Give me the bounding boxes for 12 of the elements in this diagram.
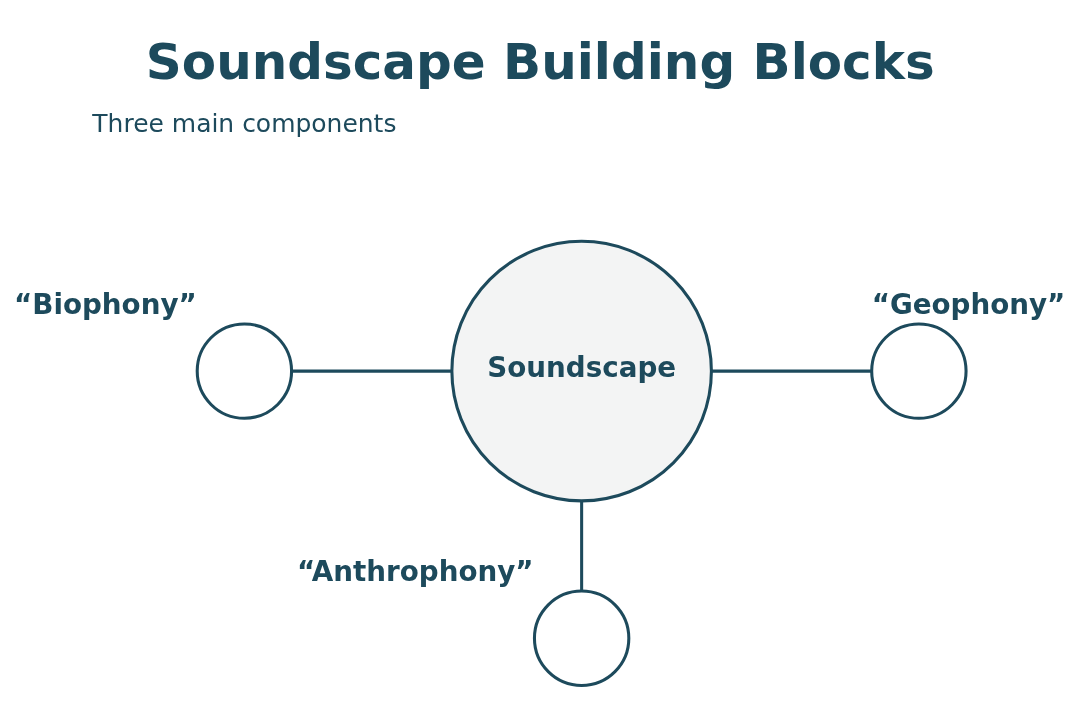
node-label: “Biophony”	[14, 288, 197, 322]
connector	[580, 501, 584, 591]
node-label: “Geophony”	[871, 288, 1066, 322]
diagram-title: Soundscape Building Blocks	[145, 32, 935, 91]
connector	[712, 369, 872, 373]
node-circle	[532, 589, 631, 687]
node-circle: Soundscape	[450, 239, 713, 503]
node-label: “Anthrophony”	[297, 555, 534, 589]
node-circle	[195, 322, 294, 420]
label: Three main components	[92, 109, 397, 139]
connector	[291, 369, 452, 373]
node-circle	[870, 322, 968, 420]
